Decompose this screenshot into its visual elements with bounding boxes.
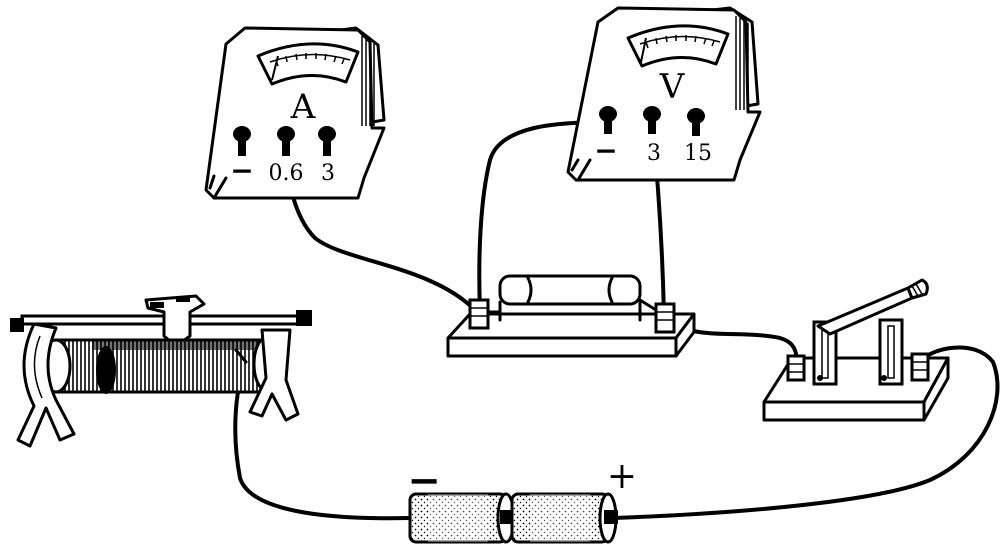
switch-terminal-right[interactable]	[910, 352, 930, 382]
switch-terminal-left[interactable]	[786, 354, 806, 382]
rheostat[interactable]	[10, 294, 312, 448]
battery-cell-left	[408, 492, 516, 544]
voltmeter-label-neg: −	[594, 134, 617, 167]
ammeter-label-3: 3	[321, 161, 335, 186]
voltmeter-dial	[626, 24, 730, 68]
battery-positive-label: +	[607, 456, 637, 497]
wire-switch-to-battery-pos[interactable]	[610, 345, 1000, 520]
ammeter-terminal-0.6[interactable]	[277, 126, 295, 156]
ammeter-label-neg: −	[230, 154, 253, 187]
battery-negative-label: −	[407, 457, 441, 504]
rheostat-right-stand	[248, 328, 300, 422]
voltmeter-symbol: V	[659, 67, 686, 107]
rheostat-left-stand	[16, 322, 76, 448]
ammeter-terminal-neg[interactable]	[233, 126, 251, 156]
battery-cell-right	[510, 492, 618, 544]
voltmeter-needle	[640, 37, 647, 63]
resistor-terminal-right[interactable]	[654, 302, 676, 334]
ammeter-terminal-3[interactable]	[318, 126, 336, 156]
resistor-body	[498, 274, 642, 306]
voltmeter-terminal-3[interactable]	[643, 106, 661, 134]
ammeter-symbol: A	[290, 87, 316, 127]
ammeter-label-0.6: 0.6	[269, 161, 304, 186]
knife-switch[interactable]	[762, 278, 950, 422]
ammeter-dial	[256, 42, 360, 86]
resistor-terminal-left[interactable]	[468, 298, 490, 330]
voltmeter-terminal-15[interactable]	[687, 108, 705, 136]
wire-voltmeter-neg-to-resistor[interactable]	[477, 120, 610, 312]
resistor[interactable]	[446, 274, 696, 358]
wire-resistor-to-switch[interactable]	[670, 321, 799, 362]
battery-pack[interactable]: − +	[407, 456, 637, 544]
voltmeter-label-15: 15	[684, 141, 712, 166]
voltmeter-label-3: 3	[647, 141, 661, 166]
voltmeter-terminal-neg[interactable]	[599, 106, 617, 134]
ammeter[interactable]: A − 0.6 3	[204, 26, 386, 200]
ammeter-needle	[271, 55, 279, 81]
voltmeter[interactable]: V − 3 15	[566, 6, 762, 182]
